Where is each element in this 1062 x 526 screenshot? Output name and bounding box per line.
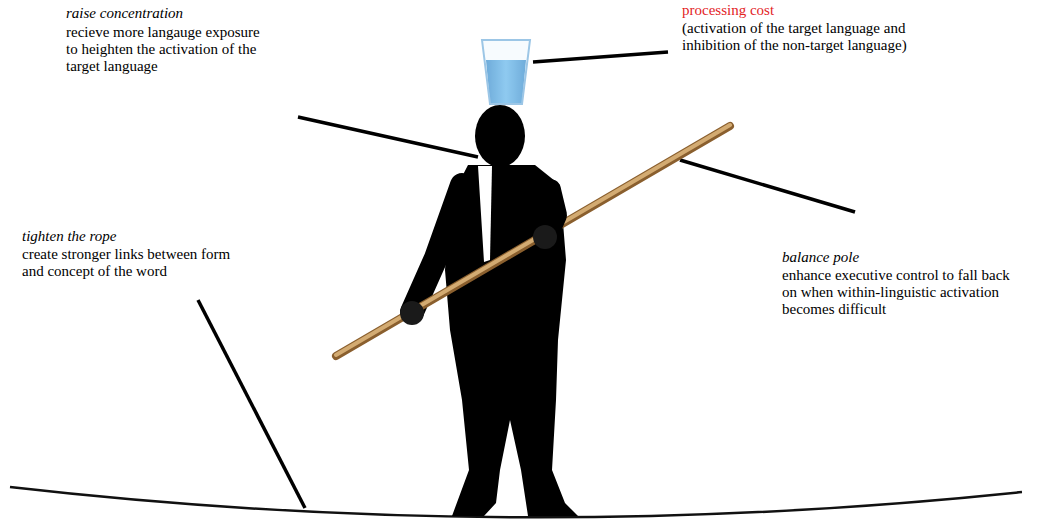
- walker-glove: [533, 225, 557, 249]
- callout-heading: balance pole: [782, 249, 859, 266]
- tightrope: [10, 487, 1022, 517]
- callout-text: enhance executive control to fall back o…: [782, 267, 1027, 318]
- balance-pole: [336, 126, 730, 356]
- leader-line: [680, 160, 855, 212]
- leader-line: [533, 52, 668, 62]
- callout-text: (activation of the target language and i…: [682, 20, 967, 54]
- glass: [482, 40, 530, 104]
- callout-text: create stronger links between form and c…: [22, 246, 237, 280]
- walker-head: [475, 105, 525, 167]
- leader-line: [298, 117, 478, 157]
- callout-heading: processing cost: [682, 2, 774, 19]
- walker-body: [445, 165, 578, 516]
- balance-pole: [336, 125, 730, 355]
- leader-line: [198, 300, 305, 508]
- walker-shirt: [478, 166, 492, 262]
- callout-text: recieve more langauge exposure to height…: [66, 24, 266, 75]
- walker-glove: [400, 301, 424, 325]
- callout-heading: raise concentration: [66, 5, 183, 22]
- callout-heading: tighten the rope: [22, 228, 116, 245]
